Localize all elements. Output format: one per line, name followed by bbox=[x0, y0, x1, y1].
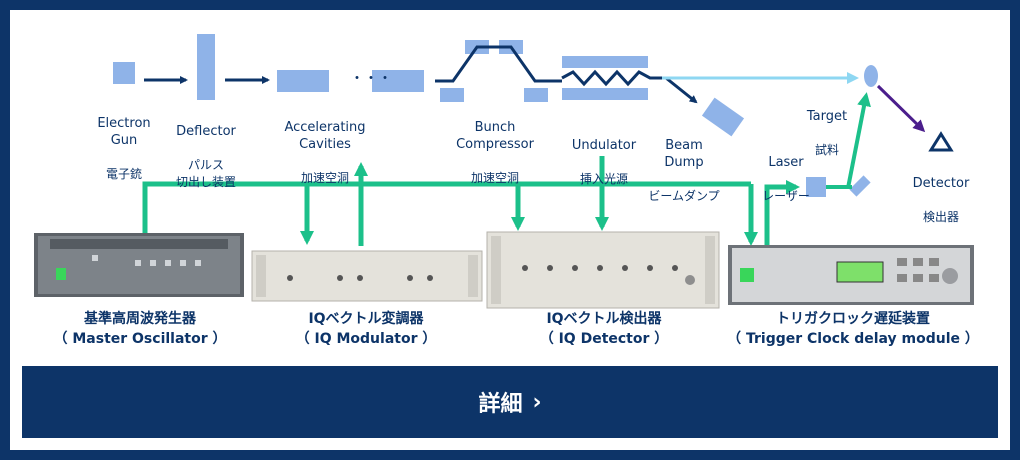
ellipsis-text: ・・・ bbox=[350, 71, 392, 87]
bunch-block-bottom-1 bbox=[440, 88, 464, 102]
chevron-right-icon: › bbox=[532, 389, 542, 415]
electron-gun-block bbox=[113, 62, 135, 84]
signal-bus bbox=[142, 181, 751, 233]
label-laser: Laser レーザー bbox=[762, 155, 810, 203]
bunch-block-bottom-2 bbox=[524, 88, 548, 102]
master-oscillator-image bbox=[34, 233, 244, 297]
label-bunch: Bunch Compressor 加速空洞 bbox=[456, 120, 534, 185]
laser-block bbox=[806, 177, 826, 197]
label-detector: Detector 検出器 bbox=[912, 176, 970, 224]
label-undulator: Undulator 挿入光源 bbox=[571, 138, 637, 186]
detail-button[interactable]: 詳細 › bbox=[22, 366, 998, 438]
beam-dump-block bbox=[701, 97, 745, 137]
iq-modulator-image bbox=[251, 250, 483, 302]
target-ellipse bbox=[864, 65, 878, 87]
label-master-oscillator: 基準高周波発生器 （ Master Oscillator ） bbox=[53, 311, 227, 347]
laser-mirror bbox=[849, 175, 871, 197]
detector-triangle-icon bbox=[928, 131, 954, 152]
trigger-clock-image bbox=[728, 245, 974, 305]
label-beam-dump: Beam Dump ビームダンプ bbox=[648, 138, 720, 203]
detector-arrow bbox=[876, 84, 926, 133]
accel-cavity-block-2 bbox=[372, 70, 424, 92]
label-iq-modulator: IQベクトル変調器 （ IQ Modulator ） bbox=[295, 311, 437, 347]
label-deflector: Deflector パルス 切出し装置 bbox=[175, 124, 236, 189]
label-electron-gun: Electron Gun 電子銃 bbox=[97, 116, 151, 181]
label-iq-detector: IQベクトル検出器 （ IQ Detector ） bbox=[539, 311, 669, 347]
iq-detector-image bbox=[486, 231, 720, 309]
signal-trigger-to-laser bbox=[764, 180, 800, 246]
undulator-block-bottom bbox=[562, 88, 648, 100]
deflector-block bbox=[197, 34, 215, 100]
detail-button-label: 詳細 bbox=[478, 392, 523, 417]
laser-path-2 bbox=[846, 92, 871, 189]
undulator-block-top bbox=[562, 56, 648, 68]
beamline-diagram: ・・・ bbox=[34, 34, 974, 309]
chicane-path bbox=[435, 45, 562, 83]
label-target: Target 試料 bbox=[806, 109, 848, 157]
label-accelerating: Accelerating Cavities 加速空洞 bbox=[284, 120, 366, 185]
accel-cavity-block-1 bbox=[277, 70, 329, 92]
undulator-zigzag bbox=[561, 69, 698, 104]
label-trigger-clock: トリガクロック遅延装置 （ Trigger Clock delay module… bbox=[727, 311, 979, 347]
